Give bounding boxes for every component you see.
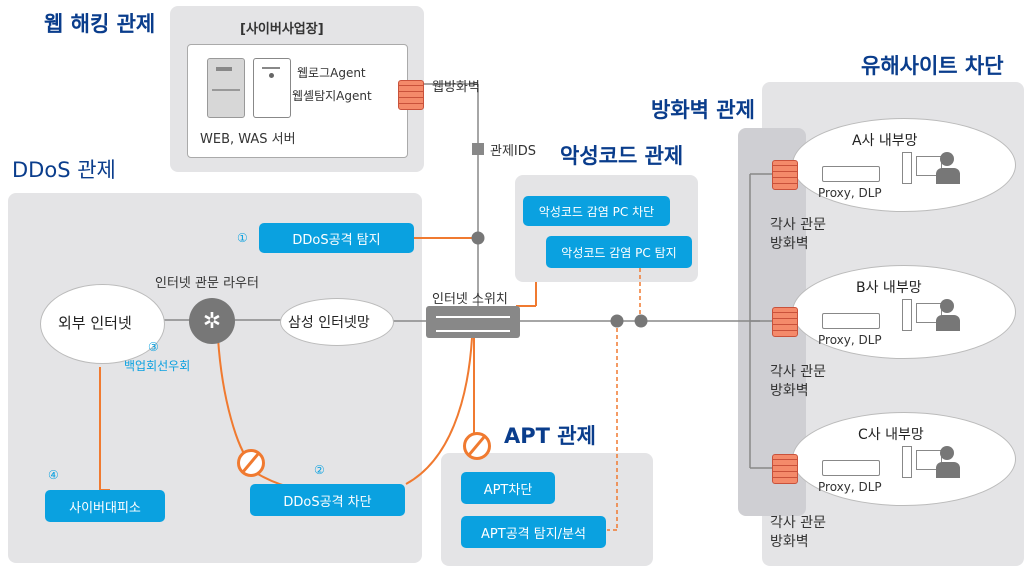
router-label: 인터넷 관문 라우터 xyxy=(155,276,259,291)
samsung-internet-label: 삼성 인터넷망 xyxy=(288,315,370,331)
ddos-block-number: ② xyxy=(314,463,325,477)
external-internet-label: 외부 인터넷 xyxy=(58,314,132,332)
company-firewall-icon-b xyxy=(772,307,798,337)
server-icon xyxy=(253,58,291,118)
user-pc-icon-b xyxy=(900,299,960,333)
proxy-device-icon-c xyxy=(822,460,880,476)
weblog-agent-label: 웹로그Agent xyxy=(297,66,366,80)
backup-label: 백업회선우회 xyxy=(124,359,191,373)
web-firewall-label: 웹방화벽 xyxy=(432,80,480,95)
server-icon xyxy=(207,58,245,118)
web-firewall-icon xyxy=(398,80,424,110)
web-hacking-title: 웹 해킹 관제 xyxy=(44,12,156,36)
malware-detect-button[interactable]: 악성코드 감염 PC 탐지 xyxy=(546,236,692,268)
switch-label: 인터넷 스위치 xyxy=(432,292,508,307)
harmful-site-title: 유해사이트 차단 xyxy=(861,54,1004,78)
company-firewall-label-c-2: 방화벽 xyxy=(770,534,809,550)
external-internet-cloud xyxy=(40,284,165,364)
company-firewall-icon-c xyxy=(772,454,798,484)
block-sign-icon xyxy=(237,449,265,477)
ids-label: 관제IDS xyxy=(490,144,537,159)
ddos-detect-number: ① xyxy=(237,231,248,245)
company-firewall-label-b-2: 방화벽 xyxy=(770,383,809,399)
proxy-device-icon-b xyxy=(822,313,880,329)
malware-title: 악성코드 관제 xyxy=(560,144,684,168)
company-firewall-icon-a xyxy=(772,160,798,190)
company-firewall-label-a-2: 방화벽 xyxy=(770,236,809,252)
proxy-device-icon-a xyxy=(822,166,880,182)
apt-detect-button[interactable]: APT공격 탐지/분석 xyxy=(461,516,606,548)
ddos-title: DDoS 관제 xyxy=(12,158,116,182)
proxy-label-c: Proxy, DLP xyxy=(818,480,882,494)
proxy-label-a: Proxy, DLP xyxy=(818,186,882,200)
malware-block-button[interactable]: 악성코드 감염 PC 차단 xyxy=(523,196,670,226)
switch-icon xyxy=(426,306,520,338)
webshell-agent-label: 웹셸탐지Agent xyxy=(292,89,372,103)
user-pc-icon-c xyxy=(900,446,960,480)
samsung-internet-cloud xyxy=(280,298,394,346)
apt-block-button[interactable]: APT차단 xyxy=(461,472,555,504)
firewall-title: 방화벽 관제 xyxy=(651,98,755,122)
proxy-label-b: Proxy, DLP xyxy=(818,333,882,347)
company-firewall-label-a-1: 각사 관문 xyxy=(770,217,826,233)
ddos-detect-button[interactable]: DDoS공격 탐지 xyxy=(259,223,414,253)
network-name-a: A사 내부망 xyxy=(852,133,918,149)
network-name-c: C사 내부망 xyxy=(858,427,924,443)
cyber-shelter-button[interactable]: 사이버대피소 xyxy=(45,490,165,522)
user-pc-icon-a xyxy=(900,152,960,186)
apt-title: APT 관제 xyxy=(504,424,596,448)
network-name-b: B사 내부망 xyxy=(856,280,922,296)
server-label: WEB, WAS 서버 xyxy=(200,132,296,147)
cyber-shelter-number: ④ xyxy=(48,468,59,482)
company-firewall-label-b-1: 각사 관문 xyxy=(770,364,826,380)
company-firewall-label-c-1: 각사 관문 xyxy=(770,515,826,531)
cyber-site-label: [사이버사업장] xyxy=(240,22,324,37)
ddos-block-button[interactable]: DDoS공격 차단 xyxy=(250,484,405,516)
backup-number: ③ xyxy=(148,340,159,354)
router-icon: ✲ xyxy=(189,298,235,344)
apt-block-sign-icon xyxy=(463,432,491,460)
